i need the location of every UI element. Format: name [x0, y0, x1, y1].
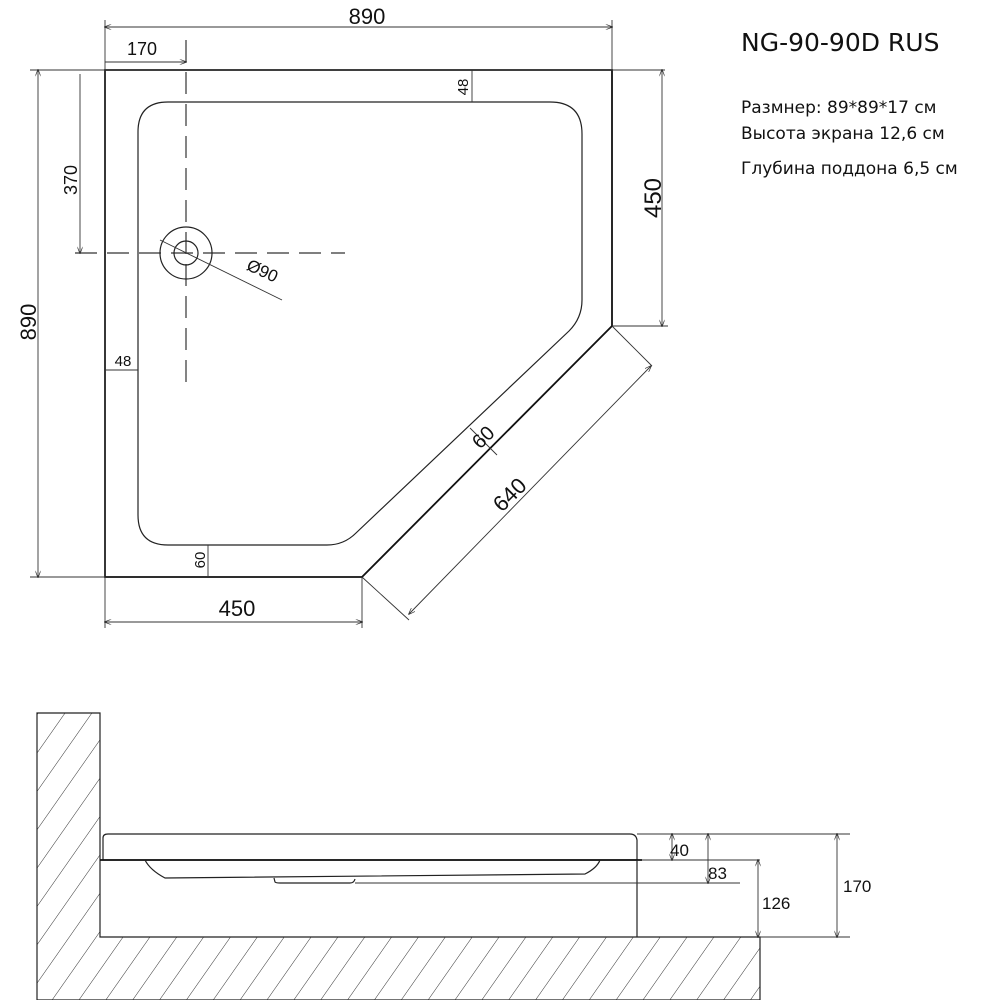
tray-bowl — [144, 859, 601, 879]
dim-side-right: 450 — [640, 178, 667, 218]
dim-diagonal: 640 — [488, 473, 532, 517]
plan-view: 890 170 890 370 450 450 640 48 48 60 60 … — [16, 4, 668, 628]
drain-outer — [159, 226, 213, 280]
tray-rim — [102, 833, 638, 861]
tray-outline — [104, 69, 613, 578]
model-title: NG-90-90D RUS — [741, 28, 940, 57]
dim-rim-diagonal: 60 — [468, 422, 499, 453]
screen-height-spec: Высота экрана 12,6 см — [741, 124, 945, 144]
side-view: 40 83 126 170 — [36, 712, 871, 1000]
dim-drain-x: 170 — [127, 39, 157, 59]
dim-side-bottom: 450 — [219, 596, 256, 621]
dim-rim-bottom: 60 — [192, 552, 209, 569]
dim-rim-top: 48 — [455, 79, 472, 96]
dim-width-total: 890 — [349, 4, 386, 29]
dim-rim-left: 48 — [115, 353, 132, 370]
dim-height-total: 890 — [16, 304, 41, 341]
wall-hatch — [36, 712, 761, 1000]
dim-rim-height: 40 — [670, 841, 689, 860]
dim-drain-diameter: Ø90 — [244, 256, 281, 287]
dim-total-height: 170 — [843, 877, 871, 896]
tray-inner-basin — [137, 101, 583, 546]
drain-inner — [173, 240, 199, 266]
dim-bowl-depth: 83 — [708, 864, 727, 883]
dim-screen-height: 126 — [762, 894, 790, 913]
size-spec: Размнер: 89*89*17 см — [741, 98, 937, 118]
dim-drain-y: 370 — [61, 165, 81, 195]
tray-depth-spec: Глубина поддона 6,5 см — [741, 159, 958, 179]
